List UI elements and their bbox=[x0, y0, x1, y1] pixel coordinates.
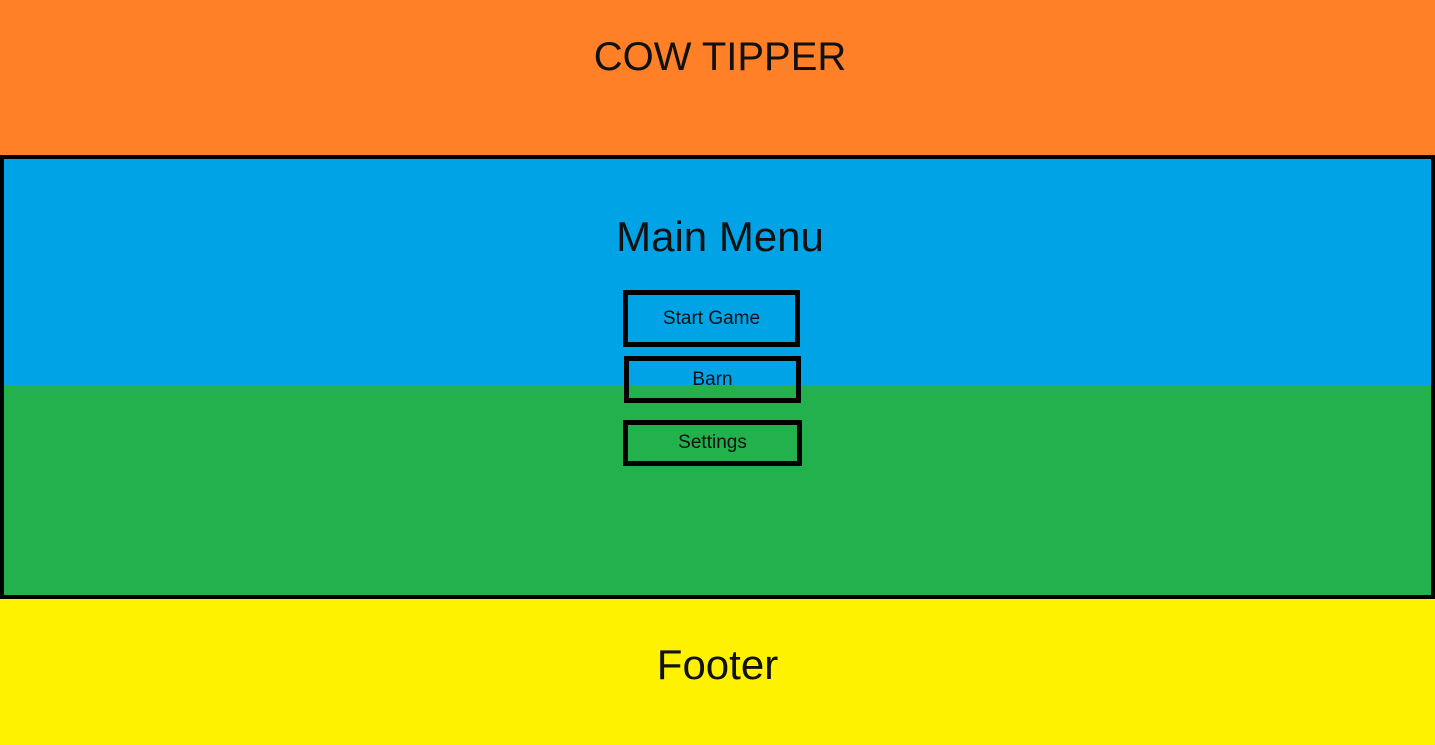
app-title: COW TIPPER bbox=[593, 35, 847, 79]
settings-button[interactable]: Settings bbox=[623, 420, 802, 466]
footer: Footer bbox=[0, 599, 1435, 745]
footer-text: Footer bbox=[656, 641, 779, 688]
game-area: Main Menu Start Game Barn Settings bbox=[0, 155, 1435, 599]
header: COW TIPPER bbox=[0, 0, 1435, 155]
sky-background bbox=[4, 159, 1431, 385]
main-menu-title: Main Menu bbox=[616, 213, 824, 260]
start-game-button[interactable]: Start Game bbox=[623, 290, 800, 347]
barn-button[interactable]: Barn bbox=[624, 356, 801, 403]
grass-background bbox=[4, 385, 1431, 595]
